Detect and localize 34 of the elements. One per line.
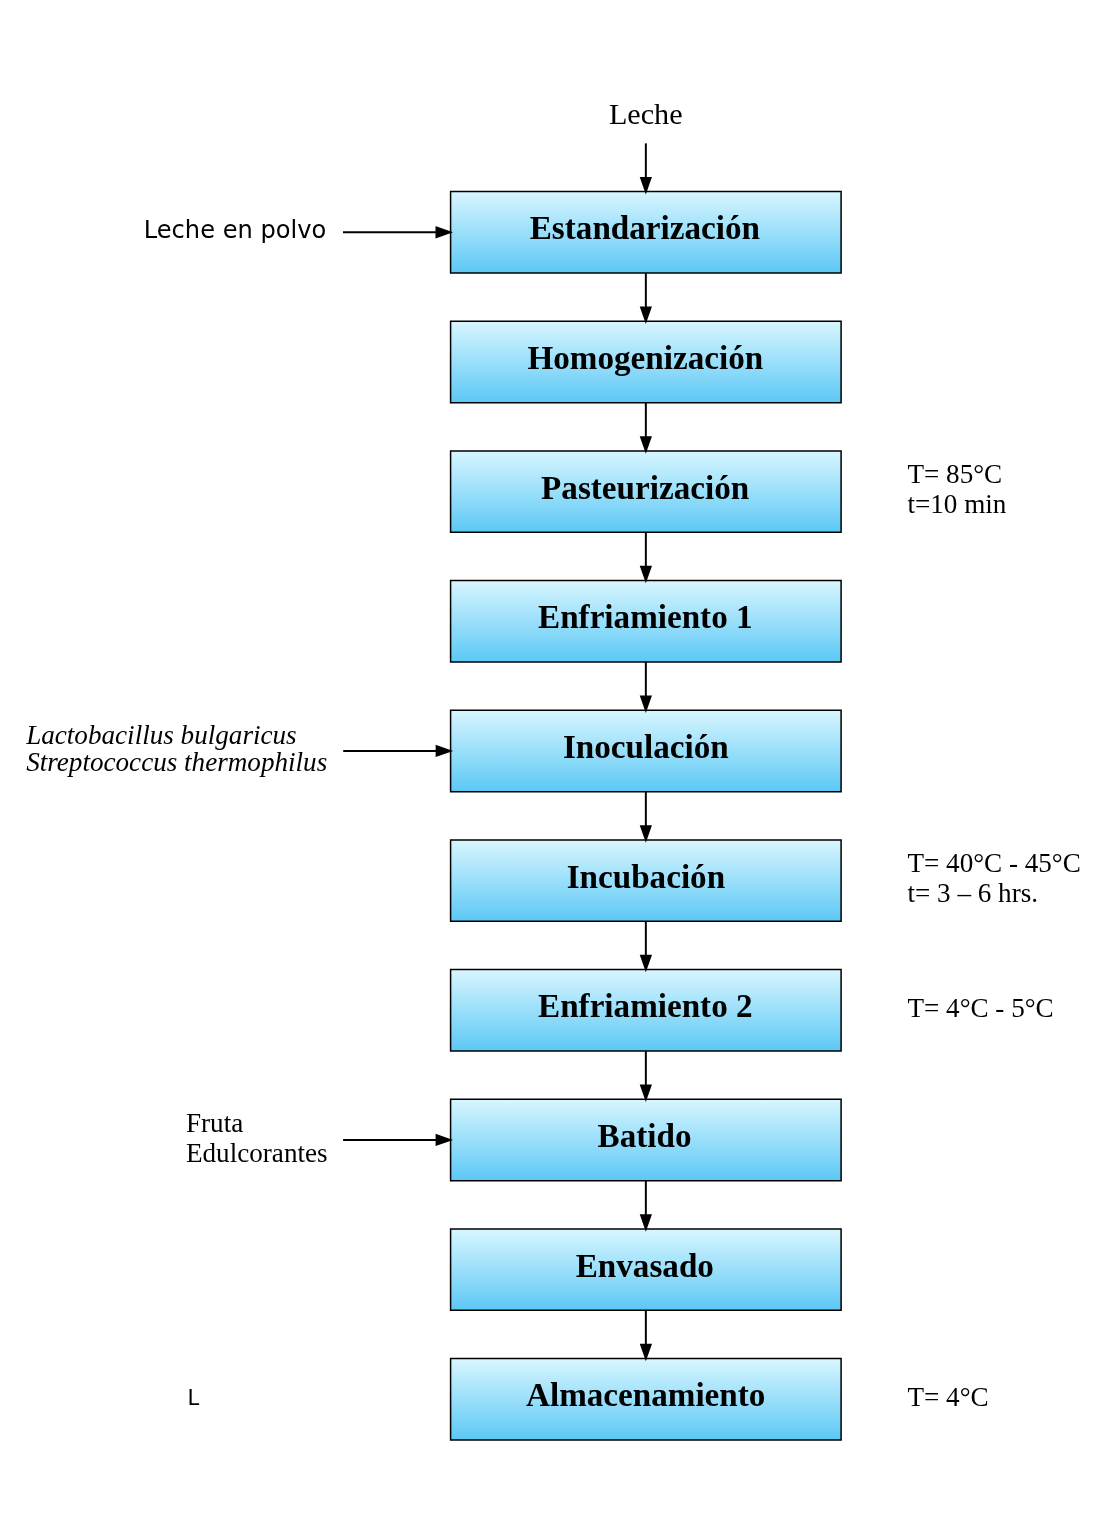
node-text: Fruta Edulcorantes — [185, 1106, 328, 1168]
arrow — [342, 744, 454, 757]
node-text: Leche — [608, 96, 683, 131]
node-box: Batido — [449, 1097, 842, 1181]
arrow — [639, 1179, 652, 1232]
node-label: t=10 min — [907, 488, 1007, 519]
arrow — [639, 1049, 652, 1102]
arrow — [639, 790, 652, 843]
node-label: t= 3 – 6 hrs. — [907, 877, 1039, 908]
arrow — [639, 141, 652, 194]
node-box: Enfriamiento 2 — [449, 968, 842, 1052]
node-box: Enfriamiento 1 — [449, 579, 842, 663]
arrow — [639, 1309, 652, 1361]
node-box: Envasado — [449, 1227, 842, 1311]
node-box: Homogenización — [449, 319, 842, 403]
node-box: Almacenamiento — [449, 1357, 842, 1441]
arrow — [639, 660, 652, 713]
arrow — [639, 401, 652, 454]
node-box: Estandarización — [449, 190, 842, 274]
arrow — [342, 225, 453, 238]
node-label: T= 4°C — [907, 1381, 989, 1412]
label: L — [187, 1384, 200, 1410]
node-box: Pasteurización — [449, 449, 842, 533]
node-label: T= 85°C — [907, 458, 1003, 489]
node-text: Leche en polvo — [143, 215, 327, 244]
node-text: Lactobacillus bulgaricus Streptococcus thermophilus — [26, 719, 328, 777]
arrow — [639, 271, 652, 324]
node-label: T= 40°C - 45°C — [907, 847, 1081, 878]
node-box: Inoculación — [449, 708, 842, 792]
node-label: T= 4°C - 5°C — [907, 992, 1054, 1023]
node-box: Incubación — [449, 838, 842, 922]
arrow — [639, 531, 652, 583]
arrow — [342, 1133, 454, 1146]
arrow — [639, 920, 652, 972]
